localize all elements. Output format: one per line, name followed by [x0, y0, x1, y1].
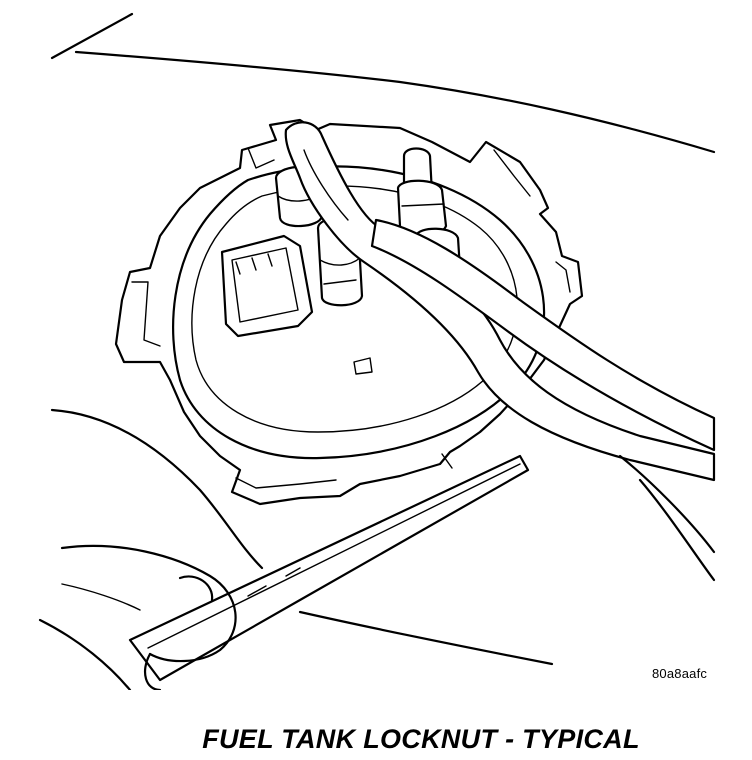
figure-reference-code: 80a8aafc: [652, 666, 708, 681]
tank-surface-outline: [50, 12, 716, 154]
hand-outline: [38, 408, 554, 690]
fuel-hose: [284, 121, 716, 582]
electrical-connector: [220, 234, 314, 338]
fuel-tank-locknut-illustration: [38, 12, 716, 690]
locknut-ring: [114, 118, 584, 506]
spanner-tool: [128, 454, 530, 682]
figure-caption: FUEL TANK LOCKNUT - TYPICAL: [202, 724, 640, 754]
